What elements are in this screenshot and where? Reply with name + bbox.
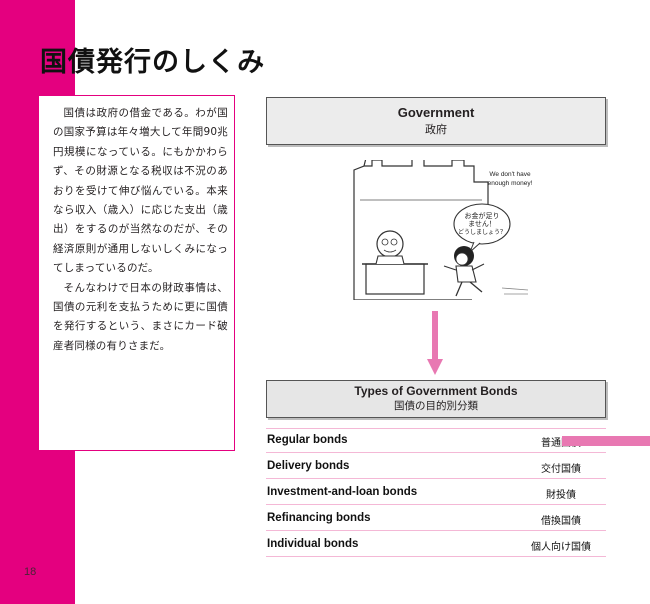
bond-name-jp: 普通国債 xyxy=(541,438,581,449)
official-head xyxy=(376,230,404,258)
speech-jp-line3: どうしましょう？ xyxy=(458,228,506,236)
bond-name-en: Refinancing bonds xyxy=(267,512,371,524)
government-label-en: Government xyxy=(397,105,475,120)
bond-list: Regular bonds 普通国債 Delivery bonds 交付国債 I… xyxy=(266,428,606,558)
bond-name-en: Investment-and-loan bonds xyxy=(267,486,418,498)
bond-types-box: Types of Government Bonds 国債の目的別分類 xyxy=(266,380,606,418)
building-outline xyxy=(353,160,489,220)
bond-types-label-jp: 国債の目的別分類 xyxy=(394,400,478,412)
bond-types-label-en: Types of Government Bonds xyxy=(354,384,518,398)
speech-en-line2: enough money! xyxy=(488,180,533,187)
speech-en-line1: We don't have xyxy=(489,171,531,178)
bond-name-jp: 借換国債 xyxy=(541,516,581,527)
page-number: 18 xyxy=(24,566,37,578)
body-paragraph-1: 国債は政府の借金である。わが国の国家予算は年々増大して年間90兆円規模になってい… xyxy=(53,107,228,275)
government-box: Government 政府 xyxy=(266,97,606,145)
bond-name-jp: 財投債 xyxy=(546,490,576,501)
bond-row-investment-loan: Investment-and-loan bonds 財投債 xyxy=(266,480,606,505)
bond-name-jp: 交付国債 xyxy=(541,464,581,475)
down-arrow-icon xyxy=(427,311,443,375)
government-label-jp: 政府 xyxy=(425,123,447,136)
body-text-box: 国債は政府の借金である。わが国の国家予算は年々増大して年間90兆円規模になってい… xyxy=(38,95,235,451)
list-top-divider xyxy=(266,428,606,429)
bond-name-en: Delivery bonds xyxy=(267,460,350,472)
cartoon-illustration: お金が足り ません！ どうしましょう？ We don't have enough… xyxy=(353,160,533,300)
bond-row-delivery: Delivery bonds 交付国債 xyxy=(266,454,606,479)
page-title: 国債発行のしくみ xyxy=(40,47,266,78)
speech-jp-line1: お金が足り xyxy=(465,211,500,220)
bond-row-regular: Regular bonds 普通国債 xyxy=(266,428,606,453)
speech-bubble xyxy=(453,203,511,245)
bond-name-jp: 個人向け国債 xyxy=(531,542,591,553)
body-paragraph-2: そんなわけで日本の財政事情は、国債の元利を支払うために更に国債を発行するという、… xyxy=(53,281,228,352)
speech-jp-line2: ません！ xyxy=(468,220,496,228)
bond-name-en: Individual bonds xyxy=(267,538,359,550)
bond-row-individual: Individual bonds 個人向け国債 xyxy=(266,532,606,557)
bond-row-refinancing: Refinancing bonds 借換国債 xyxy=(266,506,606,531)
desk xyxy=(365,263,425,295)
bond-name-en: Regular bonds xyxy=(267,434,348,446)
highlight-tab xyxy=(562,436,650,446)
